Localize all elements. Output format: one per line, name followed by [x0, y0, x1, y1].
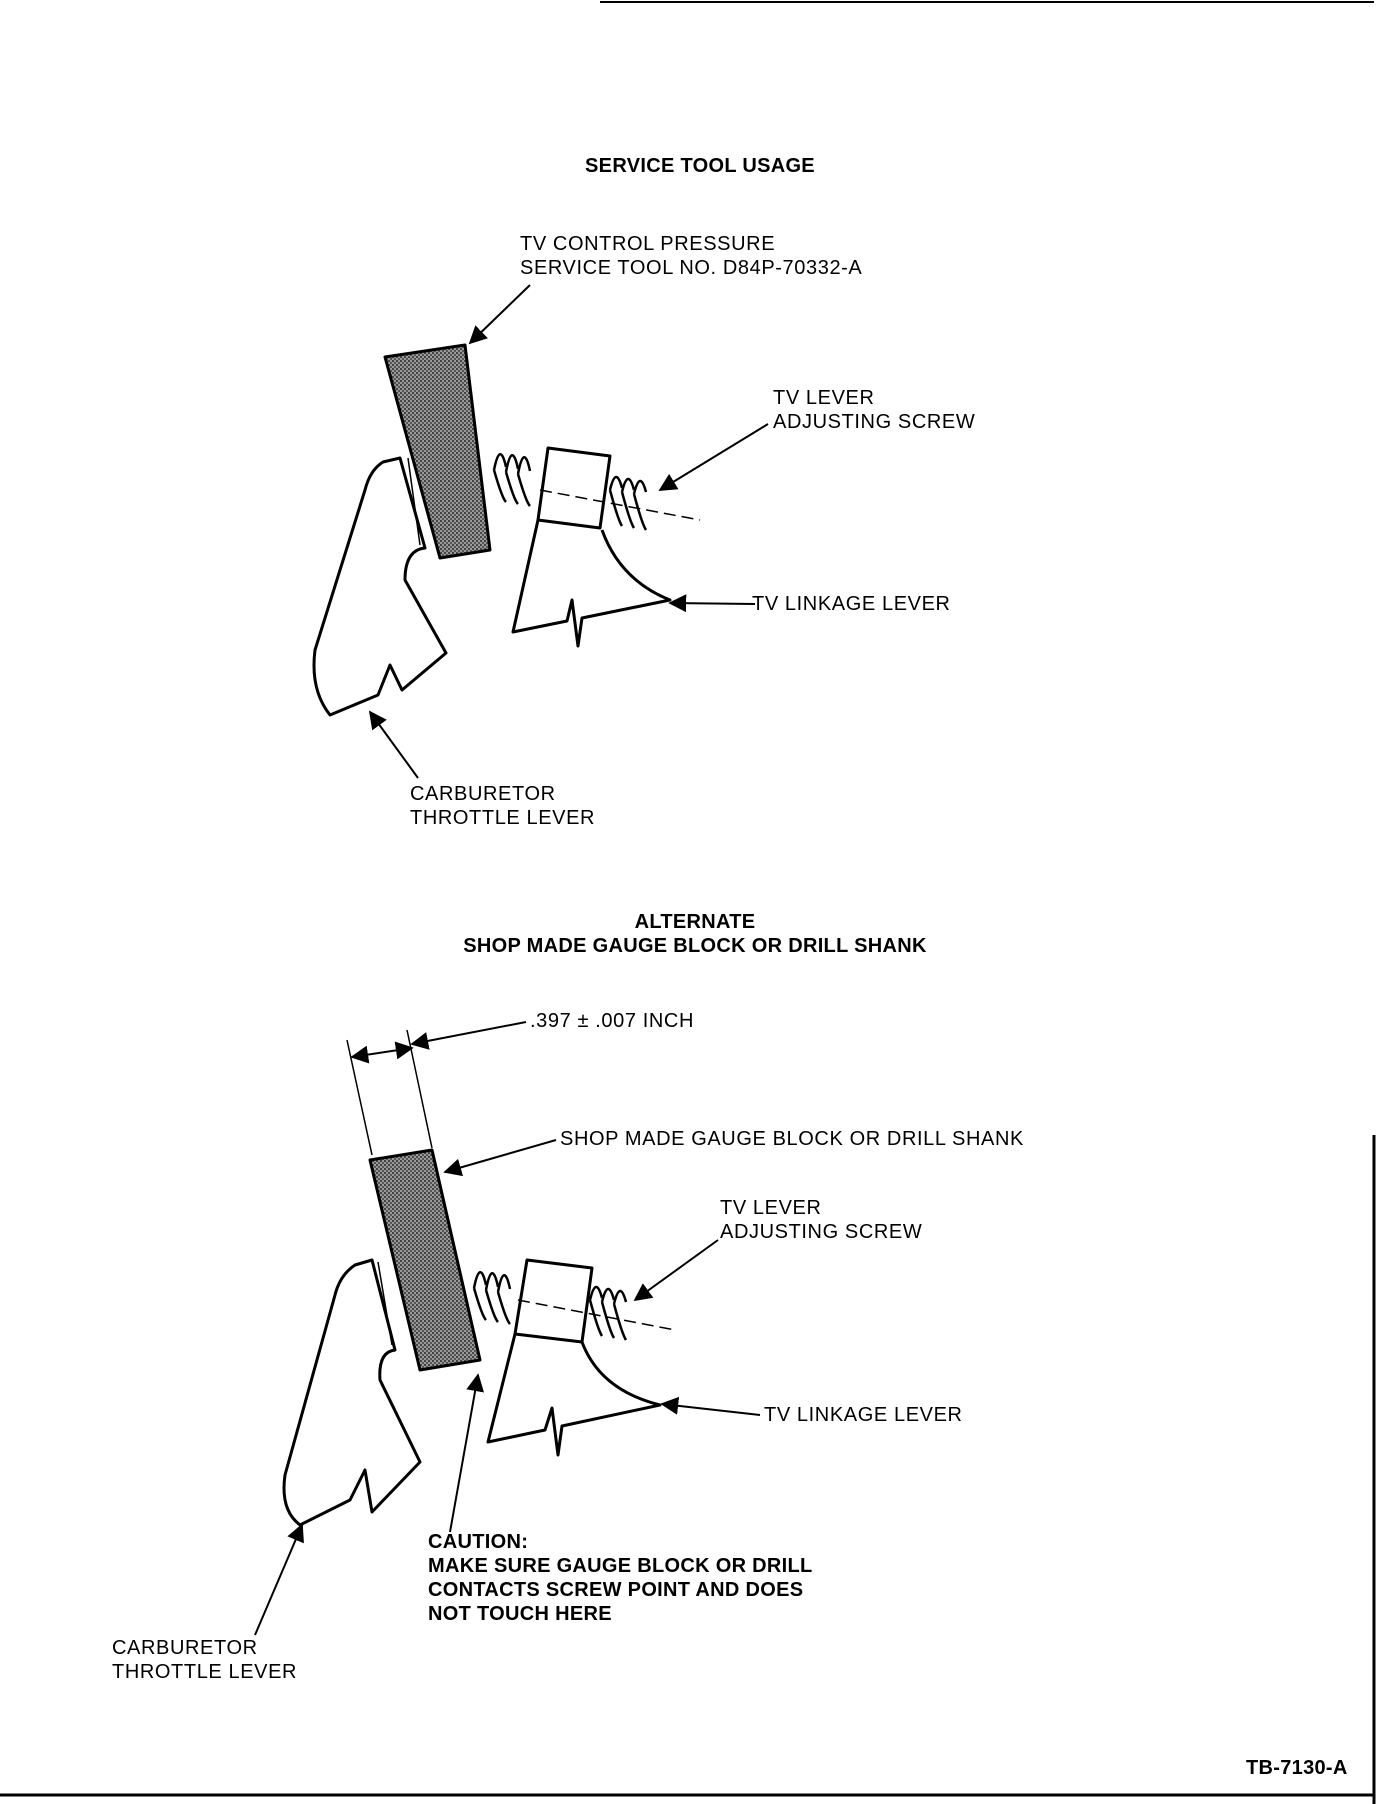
throttle-label-1: CARBURETOR THROTTLE LEVER	[410, 783, 596, 829]
dimension-line	[350, 1041, 414, 1064]
screw-threads-left-1	[492, 453, 532, 507]
section-1-title: SERVICE TOOL USAGE	[585, 155, 815, 177]
gauge-block	[368, 1148, 482, 1372]
leaders-1	[368, 284, 769, 779]
screw-leader-1	[658, 423, 769, 491]
throttle-lever-1	[312, 456, 448, 717]
caution-leader	[449, 1373, 485, 1533]
throttle-lever-edge-1	[407, 457, 421, 546]
screw-label-1: TV LEVER ADJUSTING SCREW	[773, 387, 976, 433]
tool-leader-1	[468, 284, 531, 345]
dimension-extension-left	[346, 1039, 373, 1156]
dimension-leader	[410, 1021, 527, 1050]
throttle-lever-2	[282, 1258, 422, 1527]
section-2-title: ALTERNATE SHOP MADE GAUGE BLOCK OR DRILL…	[463, 911, 927, 957]
caution-note: CAUTION: MAKE SURE GAUGE BLOCK OR DRILL …	[428, 1531, 813, 1625]
throttle-label-2: CARBURETOR THROTTLE LEVER	[112, 1637, 298, 1683]
linkage-leader-2	[660, 1396, 761, 1416]
linkage-label-1: TV LINKAGE LEVER	[752, 593, 951, 615]
figure-id: TB-7130-A	[1246, 1757, 1348, 1779]
diagram-1	[312, 343, 701, 717]
tool-label: TV CONTROL PRESSURE SERVICE TOOL NO. D84…	[520, 233, 863, 279]
throttle-lever-edge-2	[377, 1261, 393, 1346]
screw-threads-right-1	[608, 475, 648, 531]
tv-linkage-lever-2	[486, 1333, 662, 1457]
gauge-label: SHOP MADE GAUGE BLOCK OR DRILL SHANK	[560, 1128, 1024, 1150]
tv-linkage-lever-1	[511, 519, 672, 648]
throttle-leader-1	[368, 710, 419, 779]
screw-centerline-2	[517, 1299, 676, 1331]
screw-threads-left-2	[472, 1271, 512, 1325]
dimension-label: .397 ± .007 INCH	[530, 1010, 694, 1032]
tv-lever-bracket-1	[536, 446, 612, 530]
screw-leader-2	[633, 1239, 719, 1302]
service-tool-block	[383, 343, 492, 560]
leaders-2	[254, 1021, 761, 1636]
throttle-leader-2	[254, 1523, 304, 1636]
screw-label-2: TV LEVER ADJUSTING SCREW	[720, 1197, 923, 1243]
screw-centerline-1	[539, 489, 701, 521]
screw-threads-right-2	[588, 1285, 628, 1341]
linkage-label-2: TV LINKAGE LEVER	[764, 1404, 963, 1426]
linkage-leader-1	[668, 594, 756, 613]
diagram-2	[282, 1029, 676, 1527]
gauge-leader	[443, 1139, 557, 1177]
